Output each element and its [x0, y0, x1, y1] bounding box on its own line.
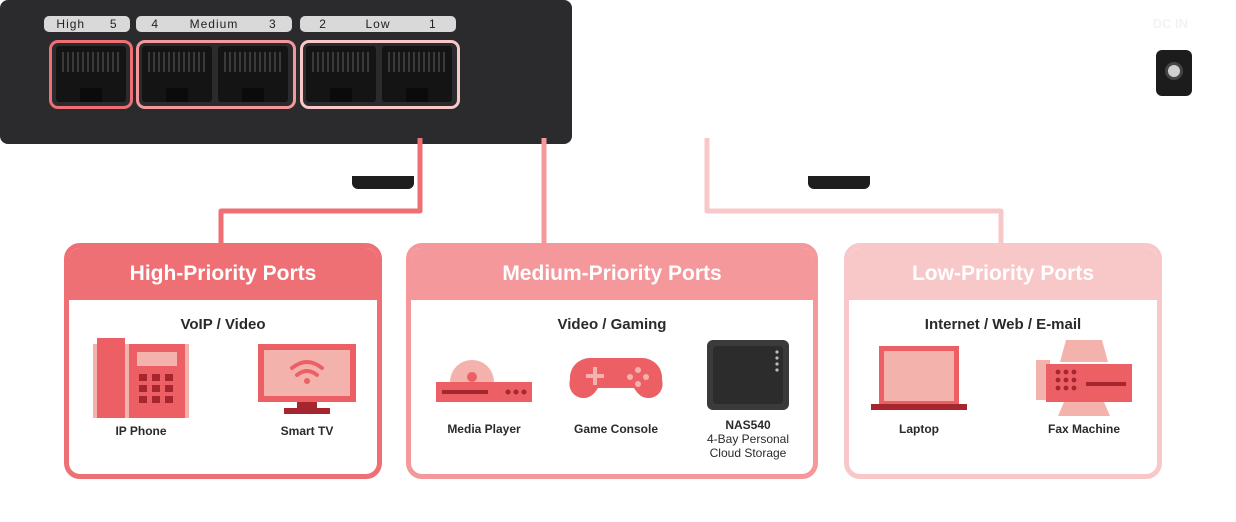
card-high-priority: High-Priority Ports VoIP / Video IP Phon…	[64, 243, 382, 479]
media-player-icon	[436, 360, 532, 402]
ethernet-port-2	[306, 46, 376, 102]
device-label: Laptop	[899, 422, 939, 436]
card-title-medium: Medium-Priority Ports	[411, 248, 813, 300]
device-fax-machine: Fax Machine	[1029, 340, 1139, 436]
device-detail: Cloud Storage	[709, 446, 787, 460]
device-label: Game Console	[573, 422, 659, 436]
device-label: NAS540	[725, 418, 771, 432]
card-title-high: High-Priority Ports	[69, 248, 377, 300]
highlight-high-ports	[49, 40, 133, 109]
smart-tv-icon	[258, 344, 356, 414]
device-media-player: Media Player	[429, 350, 539, 436]
switch-foot-right	[808, 176, 870, 189]
network-switch: High 5 4 Medium 3 2 Low 1 DC IN	[0, 0, 1192, 144]
ethernet-port-5	[56, 46, 126, 102]
port-label-low: 2 Low 1	[300, 16, 456, 32]
device-label: IP Phone	[115, 424, 167, 438]
connector-low	[704, 138, 1004, 245]
highlight-medium-ports	[136, 40, 296, 109]
category-low: Internet / Web / E-mail	[924, 316, 1082, 333]
category-medium: Video / Gaming	[557, 316, 667, 333]
ethernet-port-3	[218, 46, 288, 102]
ip-phone-icon	[93, 338, 189, 418]
port-label-medium: 4 Medium 3	[136, 16, 292, 32]
card-medium-priority: Medium-Priority Ports Video / Gaming Med…	[406, 243, 818, 479]
laptop-icon	[871, 346, 967, 410]
device-ip-phone: IP Phone	[91, 338, 191, 438]
game-console-icon	[569, 357, 663, 399]
ethernet-port-4	[142, 46, 212, 102]
card-low-priority: Low-Priority Ports Internet / Web / E-ma…	[844, 243, 1162, 479]
device-smart-tv: Smart TV	[257, 344, 357, 438]
nas-icon	[707, 340, 789, 410]
device-game-console: Game Console	[561, 350, 671, 436]
device-detail: 4-Bay Personal	[706, 432, 790, 446]
fax-machine-icon	[1036, 340, 1132, 416]
device-laptop: Laptop	[867, 346, 971, 436]
ethernet-port-1	[382, 46, 452, 102]
device-label: Media Player	[447, 422, 521, 436]
device-label: Smart TV	[280, 424, 334, 438]
category-high: VoIP / Video	[180, 316, 266, 333]
highlight-low-ports	[300, 40, 460, 109]
dc-power-jack	[1156, 50, 1192, 96]
connector-high	[218, 138, 423, 245]
port-label-high: High 5	[44, 16, 130, 32]
device-nas540: NAS540 4-Bay Personal Cloud Storage	[693, 338, 803, 460]
card-title-low: Low-Priority Ports	[849, 248, 1157, 300]
dc-in-label: DC IN	[1152, 16, 1188, 31]
switch-foot-left	[352, 176, 414, 189]
device-label: Fax Machine	[1047, 422, 1121, 436]
